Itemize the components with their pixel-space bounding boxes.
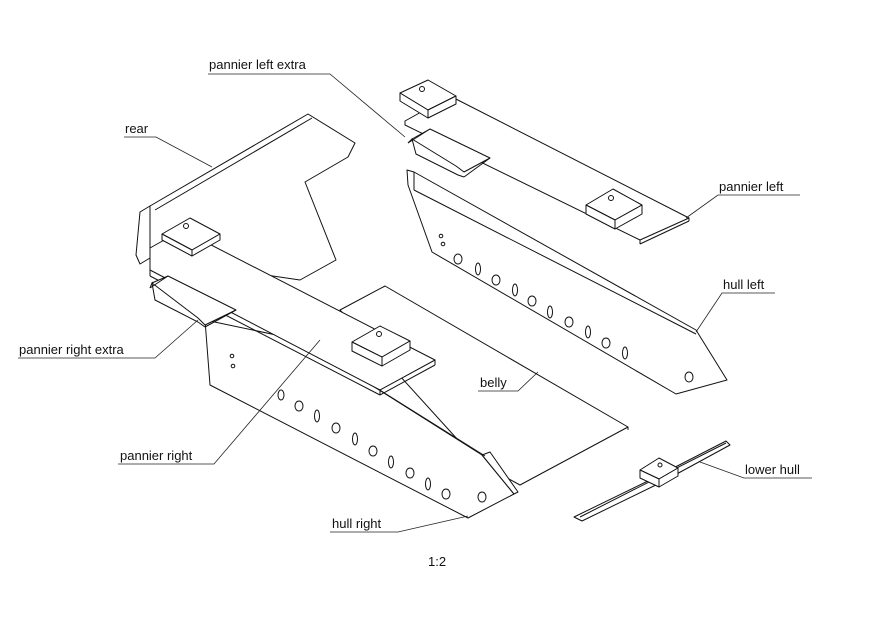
part-labels: pannier left extra rear pannier left hul… [19,57,800,531]
pannier-left-boss-front [585,188,643,230]
leader-pannier-right [118,339,321,465]
pannier-right-part [149,217,436,396]
leader-belly [478,371,539,392]
label-pannier-left-extra: pannier left extra [209,57,307,72]
hull-left-part [406,169,728,395]
label-pannier-right: pannier right [120,448,193,463]
pannier-right-boss-rear [161,217,221,257]
lower-hull-part [573,440,731,522]
pannier-left-extra-part [407,128,491,178]
leader-pannier-right-extra [18,319,199,359]
pannier-left-boss-rear [399,79,457,119]
label-lower-hull: lower hull [745,462,800,477]
label-pannier-right-extra: pannier right extra [19,342,125,357]
leader-hull-right [330,515,469,533]
label-pannier-left: pannier left [719,179,784,194]
pannier-left-part [399,79,690,245]
hull-right-holes [229,353,487,503]
pannier-right-boss-front [351,325,411,367]
label-hull-left: hull left [723,277,765,292]
scale-text: 1:2 [428,554,446,569]
pannier-right-extra-part [149,275,237,328]
label-belly: belly [480,375,507,390]
label-rear: rear [125,121,149,136]
lower-hull-boss [639,457,679,488]
label-hull-right: hull right [332,516,382,531]
leader-pannier-left [685,194,800,219]
leader-rear [124,136,213,168]
leader-lower-hull [699,461,812,479]
leader-pannier-left-extra [208,73,406,138]
hull-left-holes [438,233,694,383]
leader-hull-left [695,292,775,333]
leader-lines [18,73,812,533]
